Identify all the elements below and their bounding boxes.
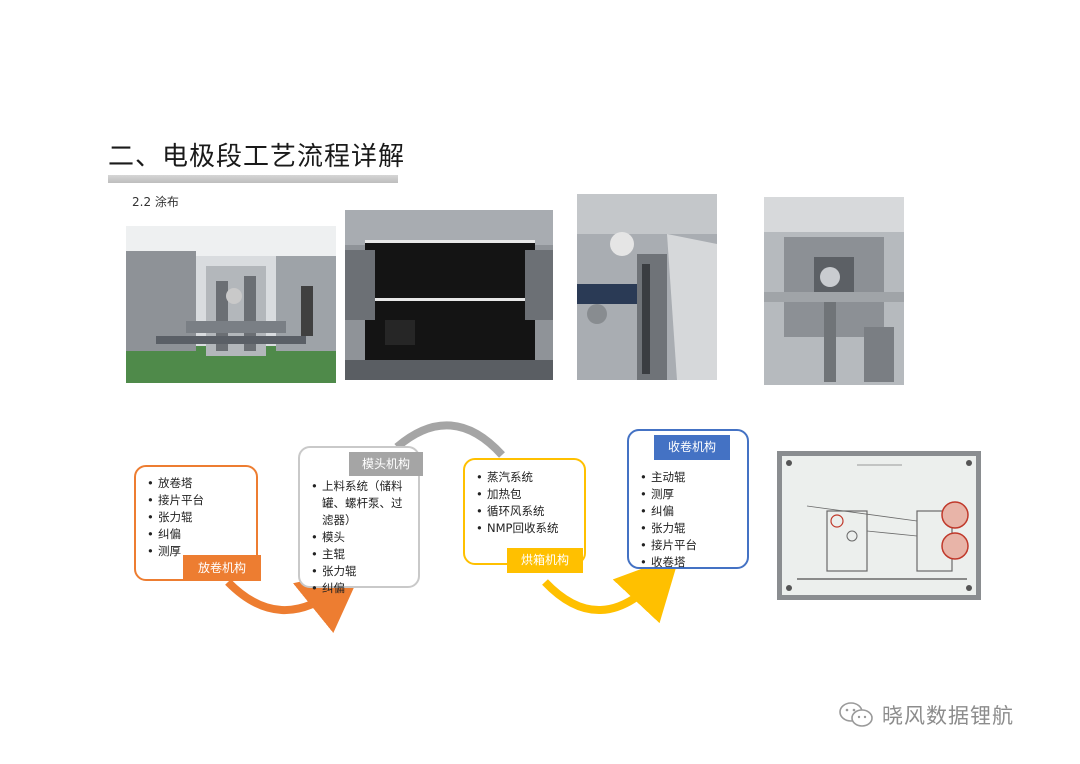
- list-item: 放卷塔: [146, 475, 256, 492]
- list-item: 接片平台: [639, 537, 747, 554]
- list-item: 加热包: [475, 486, 584, 503]
- list-item: 模头: [310, 529, 412, 546]
- tag-oven: 烘箱机构: [507, 548, 583, 573]
- list-item: 张力辊: [310, 563, 412, 580]
- section-subtitle: 2.2 涂布: [132, 195, 179, 209]
- tag-rewind: 收卷机构: [654, 435, 730, 460]
- wechat-icon: [839, 702, 873, 727]
- feed-pump-photo: [764, 197, 904, 385]
- list-item: 主辊: [310, 546, 412, 563]
- list-item: 测厚: [639, 486, 747, 503]
- coated-film-photo: [345, 210, 553, 380]
- coater-schematic-photo: [777, 451, 981, 600]
- watermark: 晓风数据锂航: [838, 700, 1014, 730]
- process-box-oven: 蒸汽系统 加热包 循环风系统 NMP回收系统: [463, 458, 586, 565]
- list-item: NMP回收系统: [475, 520, 584, 537]
- list-item: 张力辊: [146, 509, 256, 526]
- arrow-oven-to-rewind: [542, 554, 680, 624]
- list-item: 蒸汽系统: [475, 469, 584, 486]
- page-title: 二、电极段工艺流程详解: [108, 142, 406, 172]
- coating-machine-photo: [126, 226, 336, 383]
- title-underline: [108, 175, 398, 183]
- arrow-unwind-to-die: [225, 567, 363, 634]
- list-item: 纠偏: [146, 526, 256, 543]
- watermark-text: 晓风数据锂航: [882, 704, 1014, 728]
- list-item: 主动辊: [639, 469, 747, 486]
- list-item: 测厚: [146, 543, 256, 560]
- list-item: 循环风系统: [475, 503, 584, 520]
- list-item: 张力辊: [639, 520, 747, 537]
- die-head-photo: [577, 194, 717, 380]
- list-item: 上料系统（储料罐、螺杆泵、过滤器）: [310, 478, 412, 529]
- list-item: 纠偏: [639, 503, 747, 520]
- list-item: 接片平台: [146, 492, 256, 509]
- process-box-rewind: 主动辊 测厚 纠偏 张力辊 接片平台 收卷塔: [627, 429, 749, 571]
- tag-unwind: 放卷机构: [183, 555, 261, 581]
- arc-die-to-oven: [394, 421, 505, 458]
- list-item: 收卷塔: [639, 554, 747, 571]
- list-item: 纠偏: [310, 580, 412, 597]
- tag-die-head: 模头机构: [349, 452, 423, 476]
